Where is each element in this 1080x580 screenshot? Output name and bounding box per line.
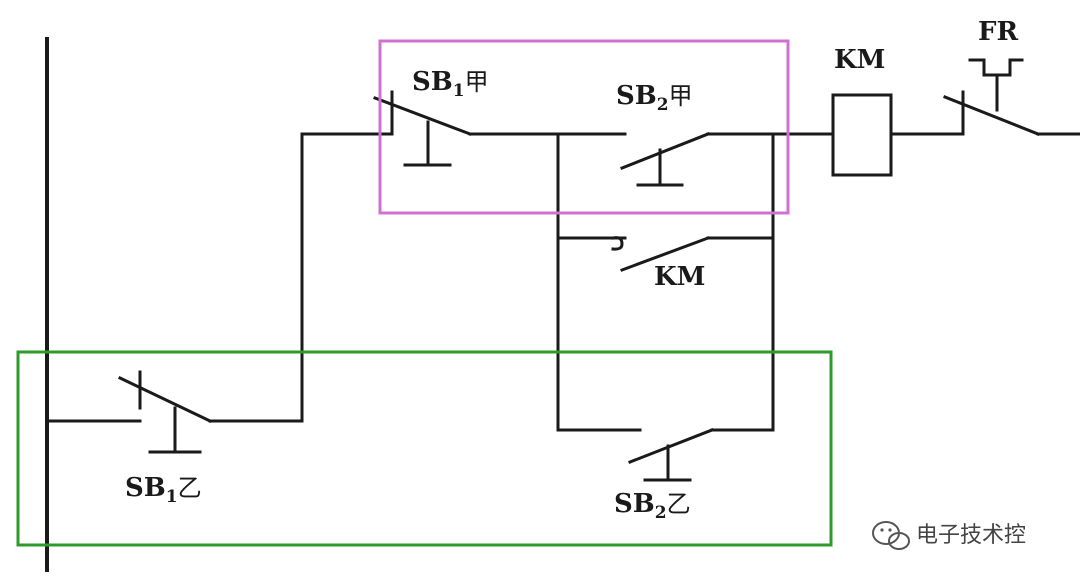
station-yi-box [16, 350, 833, 547]
wechat-icon [872, 521, 910, 550]
label-sb2-yi: SB2乙 [614, 489, 691, 523]
label-sb1-yi: SB1乙 [125, 473, 202, 507]
label-fr: FR [978, 17, 1018, 47]
fr-overload-contact [943, 58, 1080, 136]
label-km-aux: KM [654, 262, 705, 292]
km-auxiliary-contact [556, 236, 775, 272]
sb2-jia-start-button [556, 132, 775, 187]
sb1-yi-stop-button [45, 370, 304, 454]
sb2-yi-start-button [556, 428, 775, 482]
watermark: 电子技术控 [872, 521, 1026, 550]
label-km-coil: KM [834, 45, 885, 75]
label-sb1-jia: SB1甲 [412, 67, 489, 101]
km-coil [831, 93, 893, 177]
sb1-jia-stop-button [373, 90, 560, 167]
label-sb2-jia: SB2甲 [616, 81, 693, 115]
station-jia-box [378, 39, 790, 215]
watermark-text: 电子技术控 [916, 523, 1026, 548]
